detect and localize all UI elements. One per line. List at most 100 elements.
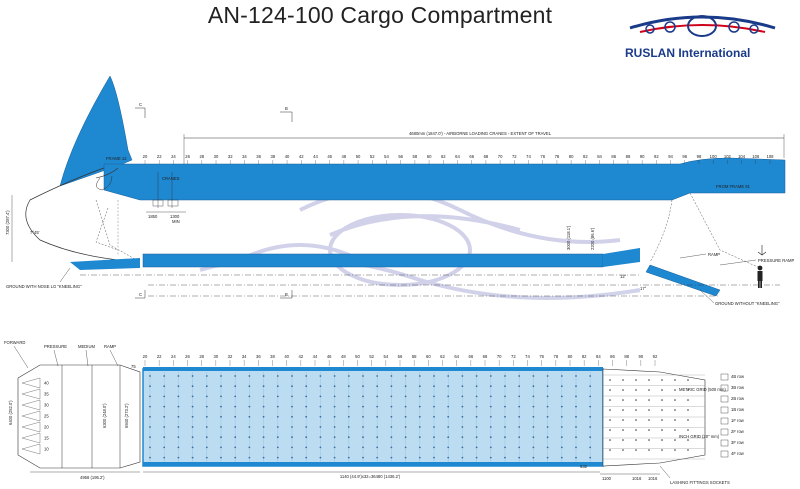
width-1-label: 6400 (252.0') [8,400,13,425]
tie-down-point [262,426,265,428]
tie-down-point [447,446,450,449]
plan-frame-number: 58 [412,354,417,359]
lashing-point [687,379,689,381]
lashing-point [648,439,650,441]
side-frame-number: 40 [285,154,290,159]
tie-down-point [362,415,364,418]
row-box [720,373,729,381]
pressure-label: PRESSURE [44,344,67,349]
tie-down-point [575,395,577,398]
tie-down-point [191,415,194,418]
tie-down-point [248,415,251,418]
tie-down-point [305,456,308,459]
tie-down-point [234,415,237,418]
lashing-point [661,419,663,421]
fuselage-upper [103,157,786,201]
tie-down-point [447,456,450,459]
tie-down-point [589,426,592,428]
side-frame-number: 26 [185,154,190,159]
forward-arrow [21,432,41,444]
tie-down-point [461,375,464,377]
tie-down-point [461,426,464,428]
tie-down-point [418,415,421,418]
plan-frame-number: 84 [596,354,601,359]
tie-down-point [149,395,151,398]
tie-down-point [333,456,336,459]
row-label: 4F row [731,451,745,456]
tie-down-point [305,375,308,377]
row-box [720,439,729,447]
tie-down-point [418,375,421,377]
nose-outline [25,167,141,263]
forward-row-number: 40 [44,381,49,386]
plan-frame-number: 50 [355,354,360,359]
rear-ramp-plan [602,368,706,467]
bottom-dim-1: 1100 [602,476,612,481]
tie-down-point [362,446,364,449]
row-label: 2F row [731,429,745,434]
tie-down-point [376,395,379,398]
plan-frame-number: 88 [624,354,629,359]
section-mark-c-bottom: C [139,292,142,297]
tie-down-point [362,375,364,377]
tie-down-point [262,415,265,418]
tie-down-point [560,446,563,449]
row-box [720,406,729,414]
tie-down-point [177,395,180,398]
tie-down-point [390,446,393,449]
side-frame-number: 92 [654,154,659,159]
tie-down-point [248,446,251,449]
side-frame-number: 108 [767,154,775,159]
tie-down-point [205,395,208,398]
rear-grid [603,374,705,460]
row-box [720,384,729,392]
tie-down-point [546,456,549,459]
tie-down-point [319,375,322,377]
tie-down-point [589,456,592,459]
tie-down-point [532,385,535,388]
plan-frame-number: 34 [242,354,247,359]
tie-down-point [433,436,435,439]
lashing-point [622,449,624,451]
tie-down-point [475,375,478,377]
tie-down-point [504,395,506,398]
tie-down-point [291,385,293,388]
tie-down-point [532,405,535,408]
tie-down-point [149,426,151,428]
tie-down-point [362,426,364,428]
tie-down-point [404,436,407,439]
tie-down-point [291,405,293,408]
tie-down-point [518,385,521,388]
tie-down-point [532,395,535,398]
tie-down-point [489,426,492,428]
tie-down-point [163,395,166,398]
side-frame-number: 78 [555,154,560,159]
tie-down-point [305,426,308,428]
tie-down-point [404,395,407,398]
tie-down-point [220,405,222,408]
lashing-point [661,389,663,391]
side-frame-number: 80 [569,154,574,159]
plan-frame-number: 32 [228,354,233,359]
tie-down-point [546,415,549,418]
tie-down-point [205,405,208,408]
tie-down-point [347,436,350,439]
tie-down-point [433,375,435,377]
tie-down-point [276,385,279,388]
tie-down-point [504,446,506,449]
plan-frame-number: 72 [511,354,516,359]
tie-down-point [319,436,322,439]
side-frame-number: 66 [469,154,474,159]
side-frame-number: 44 [313,154,318,159]
tie-down-point [589,405,592,408]
tie-down-point [546,446,549,449]
tie-down-point [575,375,577,377]
tie-down-point [376,405,379,408]
tie-down-point [532,415,535,418]
side-frame-number: 64 [455,154,460,159]
lashing-label: LASHING FITTINGS SOCKETS [670,480,730,485]
tie-down-point [489,456,492,459]
tie-down-point [433,426,435,428]
tie-down-point [362,436,364,439]
